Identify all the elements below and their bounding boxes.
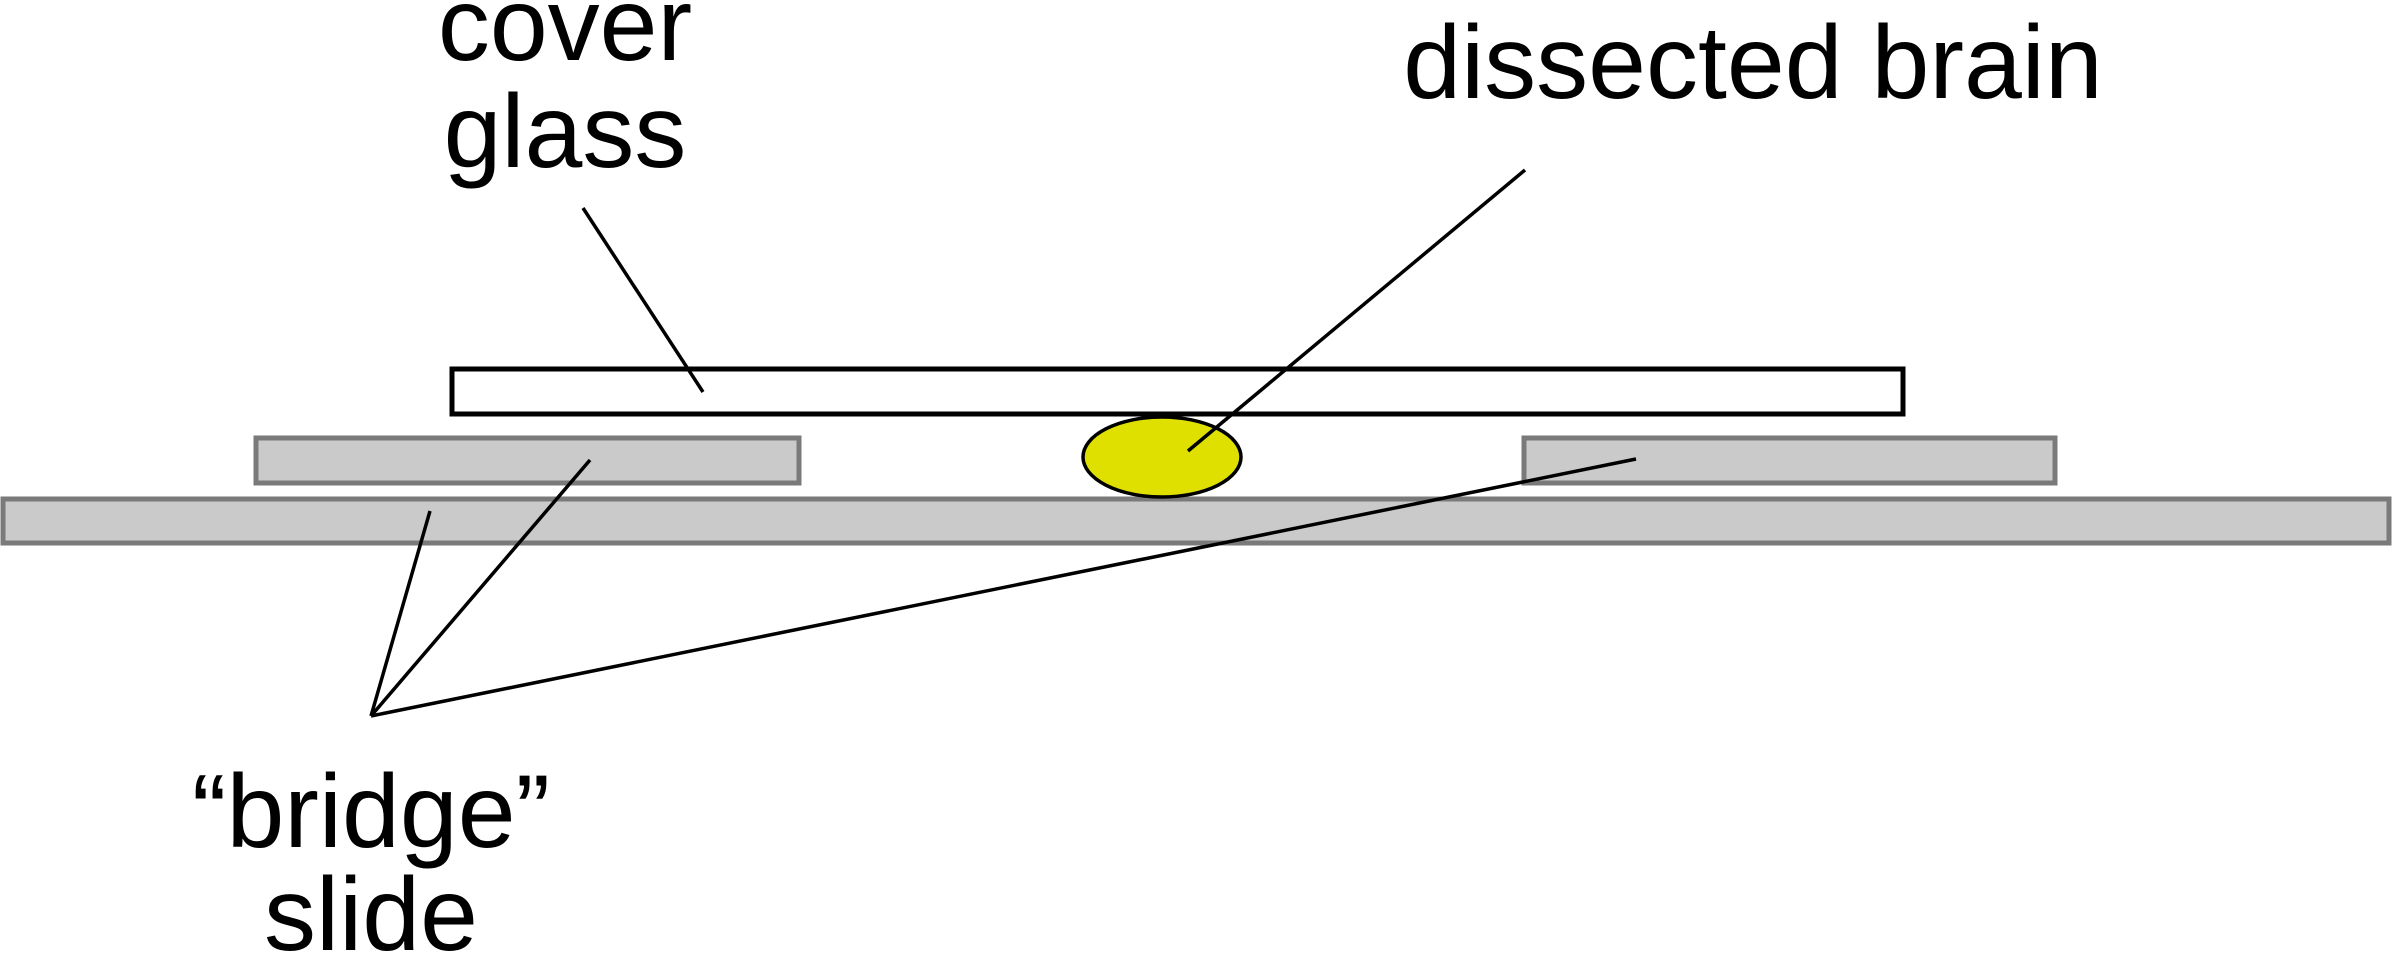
- dissected-brain: [1081, 415, 1243, 499]
- cover-glass-label-line1: cover: [438, 0, 692, 83]
- cover-glass-label-line2: glass: [444, 74, 687, 190]
- bridge-slide-label-line2: slide: [264, 857, 478, 957]
- dissected-brain-label: dissected brain: [1403, 5, 2103, 121]
- bridge-leader-base-slide: [369, 510, 432, 717]
- cover-glass: [449, 366, 1906, 417]
- bridge-slide-right: [1521, 435, 2058, 486]
- cover-glass-leader: [581, 207, 705, 393]
- bridge-slide-left: [253, 435, 802, 486]
- bridge-leader-right-bridge: [370, 457, 1637, 718]
- dissected-brain-leader: [1186, 168, 1527, 453]
- base-slide: [0, 496, 2392, 546]
- bridge-leader-left-bridge: [369, 458, 592, 718]
- bridge-slide-label-line1: “bridge”: [192, 754, 550, 870]
